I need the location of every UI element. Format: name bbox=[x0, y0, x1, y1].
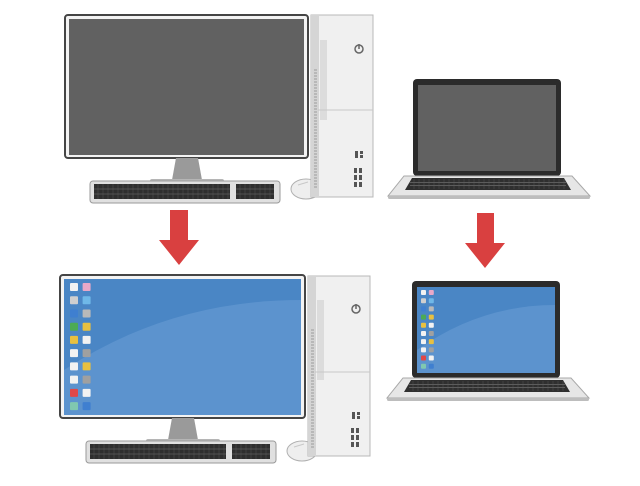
desktop-app-icon bbox=[70, 335, 78, 344]
laptop-before bbox=[386, 79, 592, 199]
down-arrow-icon bbox=[159, 210, 199, 265]
desktop-app-icon bbox=[428, 330, 434, 336]
desktop-app-icon bbox=[421, 298, 426, 304]
desktop-app-icon bbox=[70, 388, 78, 397]
desktop-app-icon bbox=[70, 296, 78, 305]
down-arrow-icon bbox=[465, 213, 505, 268]
desktop-app-icon bbox=[428, 314, 434, 320]
desktop-app-icon bbox=[421, 339, 426, 345]
desktop-app-icon bbox=[82, 402, 91, 411]
desktop-icons bbox=[421, 290, 434, 369]
desktop-app-icon bbox=[70, 283, 78, 291]
desktop-app-icon bbox=[421, 347, 426, 353]
keyboard bbox=[85, 440, 277, 464]
desktop-app-icon bbox=[428, 290, 434, 295]
desktop-app-icon bbox=[82, 388, 91, 397]
desktop-app-icon bbox=[428, 339, 434, 345]
monitor-stand bbox=[172, 158, 202, 180]
tower bbox=[307, 275, 371, 457]
desktop-app-icon bbox=[82, 362, 91, 371]
monitor bbox=[59, 274, 306, 445]
desktop-app-icon bbox=[421, 355, 426, 361]
monitor bbox=[64, 14, 309, 185]
desktop-transition-arrow bbox=[159, 210, 199, 265]
desktop-app-icon bbox=[428, 322, 434, 328]
desktop-app-icon bbox=[421, 306, 426, 312]
desktop-after bbox=[59, 274, 371, 464]
desktop-before bbox=[64, 14, 374, 204]
desktop-app-icon bbox=[428, 355, 434, 361]
desktop-app-icon bbox=[70, 402, 78, 411]
laptop-after bbox=[385, 281, 591, 401]
desktop-app-icon bbox=[82, 322, 91, 331]
desktop-app-icon bbox=[421, 314, 426, 320]
desktop-app-icon bbox=[428, 298, 434, 304]
desktop-app-icon bbox=[82, 309, 91, 318]
laptop-transition-arrow bbox=[465, 213, 505, 268]
desktop-app-icon bbox=[82, 349, 91, 358]
desktop-icons bbox=[70, 283, 91, 411]
monitor-screen bbox=[69, 19, 304, 155]
desktop-app-icon bbox=[421, 330, 426, 336]
desktop-app-icon bbox=[421, 290, 426, 295]
desktop-app-icon bbox=[428, 347, 434, 353]
usb-ports bbox=[351, 412, 360, 447]
desktop-app-icon bbox=[421, 363, 426, 369]
monitor-stand bbox=[168, 418, 198, 440]
desktop-app-icon bbox=[70, 349, 78, 358]
desktop-app-icon bbox=[82, 335, 91, 344]
desktop-app-icon bbox=[70, 309, 78, 318]
tower bbox=[310, 14, 374, 198]
desktop-app-icon bbox=[82, 283, 91, 291]
desktop-app-icon bbox=[70, 375, 78, 384]
desktop-app-icon bbox=[82, 375, 91, 384]
desktop-app-icon bbox=[70, 322, 78, 331]
desktop-app-icon bbox=[428, 363, 434, 369]
desktop-app-icon bbox=[428, 306, 434, 312]
desktop-app-icon bbox=[70, 362, 78, 371]
desktop-app-icon bbox=[82, 296, 91, 305]
usb-ports bbox=[354, 151, 363, 187]
keyboard bbox=[89, 180, 281, 204]
desktop-app-icon bbox=[421, 322, 426, 328]
laptop-screen bbox=[418, 85, 556, 171]
